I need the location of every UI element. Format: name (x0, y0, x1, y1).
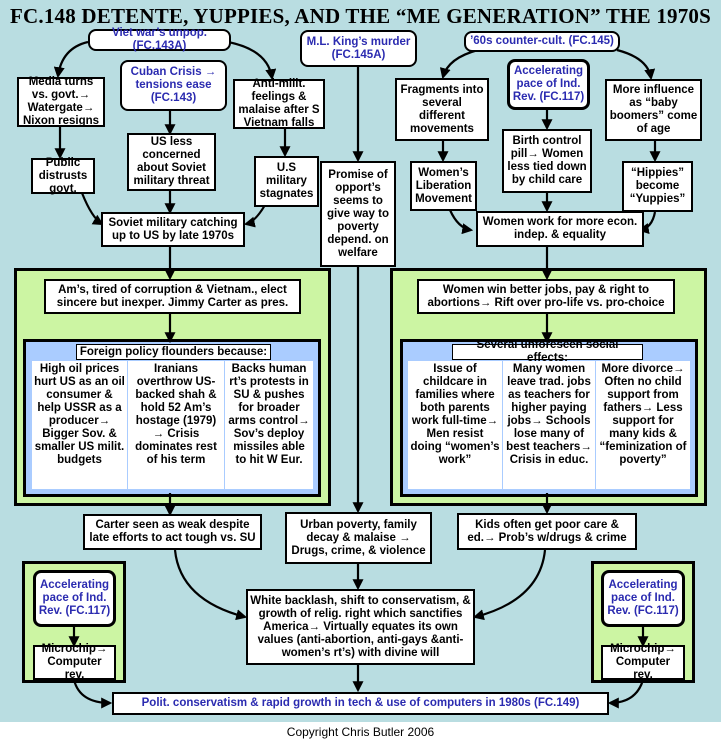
foreign-header: Foreign policy flounders because: (76, 344, 271, 360)
counter-culture-box: ’60s counter-cult. (FC.145) (464, 31, 620, 52)
fragments-box: Fragments into several different movemen… (395, 78, 489, 141)
arrow-microchip-bottom-right (607, 679, 645, 709)
arrow-counter-influence (616, 48, 656, 81)
arrow-viet-antimil (227, 40, 277, 81)
arrow-microchip-bottom-left (72, 679, 113, 709)
carter-elected-box: Am’s, tired of corruption & Vietnam., el… (44, 279, 301, 314)
bottom-conclusion-box: Polit. conservatism & rapid growth in te… (112, 692, 609, 715)
arrow-lib-work (448, 209, 474, 235)
birth-control-box: Birth control pill→ Women less tied down… (502, 129, 592, 193)
arrow-weak-backlash (173, 549, 248, 621)
microchip-right-box: Microchip→ Computer rev. (601, 643, 685, 681)
effects-cell-teachers: Many women leave trad. jobs as teachers … (503, 361, 595, 489)
media-box: Media turns vs. govt.→ Watergate→ Nixon … (17, 76, 105, 127)
foreign-cell-iran: Iranians overthrow US-backed shah & hold… (128, 361, 224, 489)
effects-header: Several unforeseen social effects: (452, 339, 643, 364)
arrow-usmil-soviet (243, 204, 266, 228)
arrow-public-soviet (80, 192, 104, 226)
us-less-box: US less concerned about Soviet military … (127, 133, 216, 191)
public-distrusts-box: Public distrusts govt. (31, 157, 95, 195)
accel-right-bottom-box: Accelerating pace of Ind. Rev. (FC.117) (601, 570, 685, 627)
soviet-catching-box: Soviet military catching up to US by lat… (101, 212, 245, 247)
carter-weak-box: Carter seen as weak despite late efforts… (83, 514, 262, 550)
microchip-left-box: Microchip→ Computer rev. (33, 643, 116, 681)
kids-box: Kids often get poor care & ed.→ Prob’s w… (457, 513, 637, 550)
promise-box: Promise of opport’s seems to give way to… (320, 161, 396, 267)
womens-lib-box: Women’s Liberation Movement (410, 161, 477, 211)
hippies-box: “Hippies” become “Yuppies” (622, 161, 693, 212)
accel-left-box: Accelerating pace of Ind. Rev. (FC.117) (33, 570, 116, 627)
antimil-box: Anti-milit. feelings & malaise after S V… (233, 78, 325, 129)
cuban-crisis-box: Cuban Crisis → tensions ease (FC.143) (120, 60, 227, 111)
foreign-cell-human-rights: Backs human rt’s protests in SU & pushes… (225, 361, 313, 489)
page-title: FC.148 DETENTE, YUPPIES, AND THE “ME GEN… (9, 4, 712, 28)
viet-war-box: Viet war’s unpop. (FC.143A) (88, 27, 231, 52)
effects-cell-childcare: Issue of childcare in families where bot… (408, 361, 502, 489)
us-military-box: U.S military stagnates (254, 156, 319, 207)
foreign-cell-oil: High oil prices hurt US as an oil consum… (32, 361, 127, 489)
women-work-box: Women work for more econ. indep. & equal… (476, 211, 644, 247)
arrow-counter-fragments (439, 48, 479, 80)
effects-cell-divorce: More divorce→ Often no child support fro… (596, 361, 690, 489)
influence-box: More influence as “baby boomers” come of… (605, 79, 702, 141)
women-win-box: Women win better jobs, pay & right to ab… (417, 279, 675, 314)
copyright-text: Copyright Chris Butler 2006 (286, 725, 435, 739)
urban-poverty-box: Urban poverty, family decay & malaise → … (285, 512, 432, 564)
arrows-layer (53, 40, 661, 709)
arrow-viet-media (53, 40, 89, 79)
white-backlash-box: White backlash, shift to conservatism, &… (246, 589, 475, 665)
arrow-kids-backlash (472, 549, 547, 621)
mlk-box: M.L. King’s murder (FC.145A) (300, 30, 417, 67)
accel-right-box: Accelerating pace of Ind. Rev. (FC.117) (507, 59, 590, 110)
